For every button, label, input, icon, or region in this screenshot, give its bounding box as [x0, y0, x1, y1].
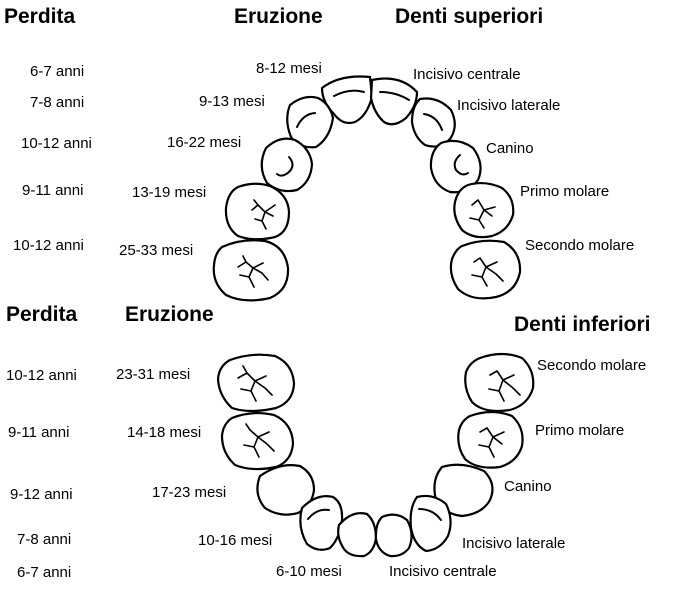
lower-lateral-incisor-left [299, 495, 344, 551]
lower-central-incisor-left [337, 512, 378, 558]
upper-second-molar-left [212, 239, 290, 302]
upper-canine-left [260, 137, 314, 193]
upper-second-molar-right [449, 239, 522, 300]
lower-second-molar-left [216, 353, 296, 413]
lower-name-canine: Canino [504, 478, 552, 495]
upper-loss-first-molar: 9-11 anni [22, 182, 84, 199]
upper-eruption-header: Eruzione [234, 5, 323, 28]
upper-name-canine: Canino [486, 140, 534, 157]
lower-name-central-incisor: Incisivo centrale [389, 563, 497, 580]
lower-lateral-incisor-right [409, 494, 452, 553]
lower-first-molar-left [220, 411, 295, 471]
lower-eruption-central-incisor: 6-10 mesi [276, 563, 342, 580]
upper-loss-central-incisor: 6-7 anni [30, 63, 85, 80]
lower-first-molar-right [457, 410, 524, 469]
upper-name-central-incisor: Incisivo centrale [413, 66, 521, 83]
upper-loss-header: Perdita [4, 5, 76, 28]
upper-eruption-first-molar: 13-19 mesi [132, 184, 207, 201]
lower-second-molar-right [464, 352, 535, 413]
upper-eruption-lateral-incisor: 9-13 mesi [199, 93, 265, 110]
lower-loss-header: Perdita [6, 303, 78, 326]
lower-eruption-first-molar: 14-18 mesi [127, 424, 202, 441]
upper-lateral-incisor-left [286, 95, 335, 149]
upper-eruption-canine: 16-22 mesi [167, 134, 242, 151]
lower-eruption-second-molar: 23-31 mesi [116, 366, 191, 383]
upper-loss-second-molar: 10-12 anni [13, 237, 84, 254]
lower-loss-canine: 9-12 anni [10, 486, 73, 503]
lower-eruption-lateral-incisor: 10-16 mesi [198, 532, 273, 549]
upper-name-second-molar: Secondo molare [525, 237, 635, 254]
upper-loss-canine: 10-12 anni [21, 135, 92, 152]
upper-eruption-central-incisor: 8-12 mesi [256, 60, 322, 77]
upper-first-molar-left [224, 182, 291, 241]
lower-central-incisor-right [374, 513, 413, 558]
lower-loss-second-molar: 10-12 anni [6, 367, 77, 384]
lower-loss-lateral-incisor: 7-8 anni [17, 531, 72, 548]
lower-eruption-header: Eruzione [125, 303, 214, 326]
upper-teeth-header: Denti superiori [395, 5, 544, 28]
lower-loss-first-molar: 9-11 anni [8, 424, 70, 441]
lower-name-lateral-incisor: Incisivo laterale [462, 535, 566, 552]
lower-eruption-canine: 17-23 mesi [152, 484, 227, 501]
upper-name-first-molar: Primo molare [520, 183, 610, 200]
lower-name-first-molar: Primo molare [535, 422, 625, 439]
lower-teeth-header: Denti inferiori [514, 313, 651, 336]
upper-lateral-incisor-right [410, 97, 456, 148]
upper-eruption-second-molar: 25-33 mesi [119, 242, 194, 259]
upper-central-incisor-right [369, 77, 419, 126]
upper-first-molar-right [453, 181, 515, 239]
upper-name-lateral-incisor: Incisivo laterale [457, 97, 561, 114]
upper-loss-lateral-incisor: 7-8 anni [30, 94, 85, 111]
lower-loss-central-incisor: 6-7 anni [17, 564, 72, 581]
lower-name-second-molar: Secondo molare [537, 357, 647, 374]
